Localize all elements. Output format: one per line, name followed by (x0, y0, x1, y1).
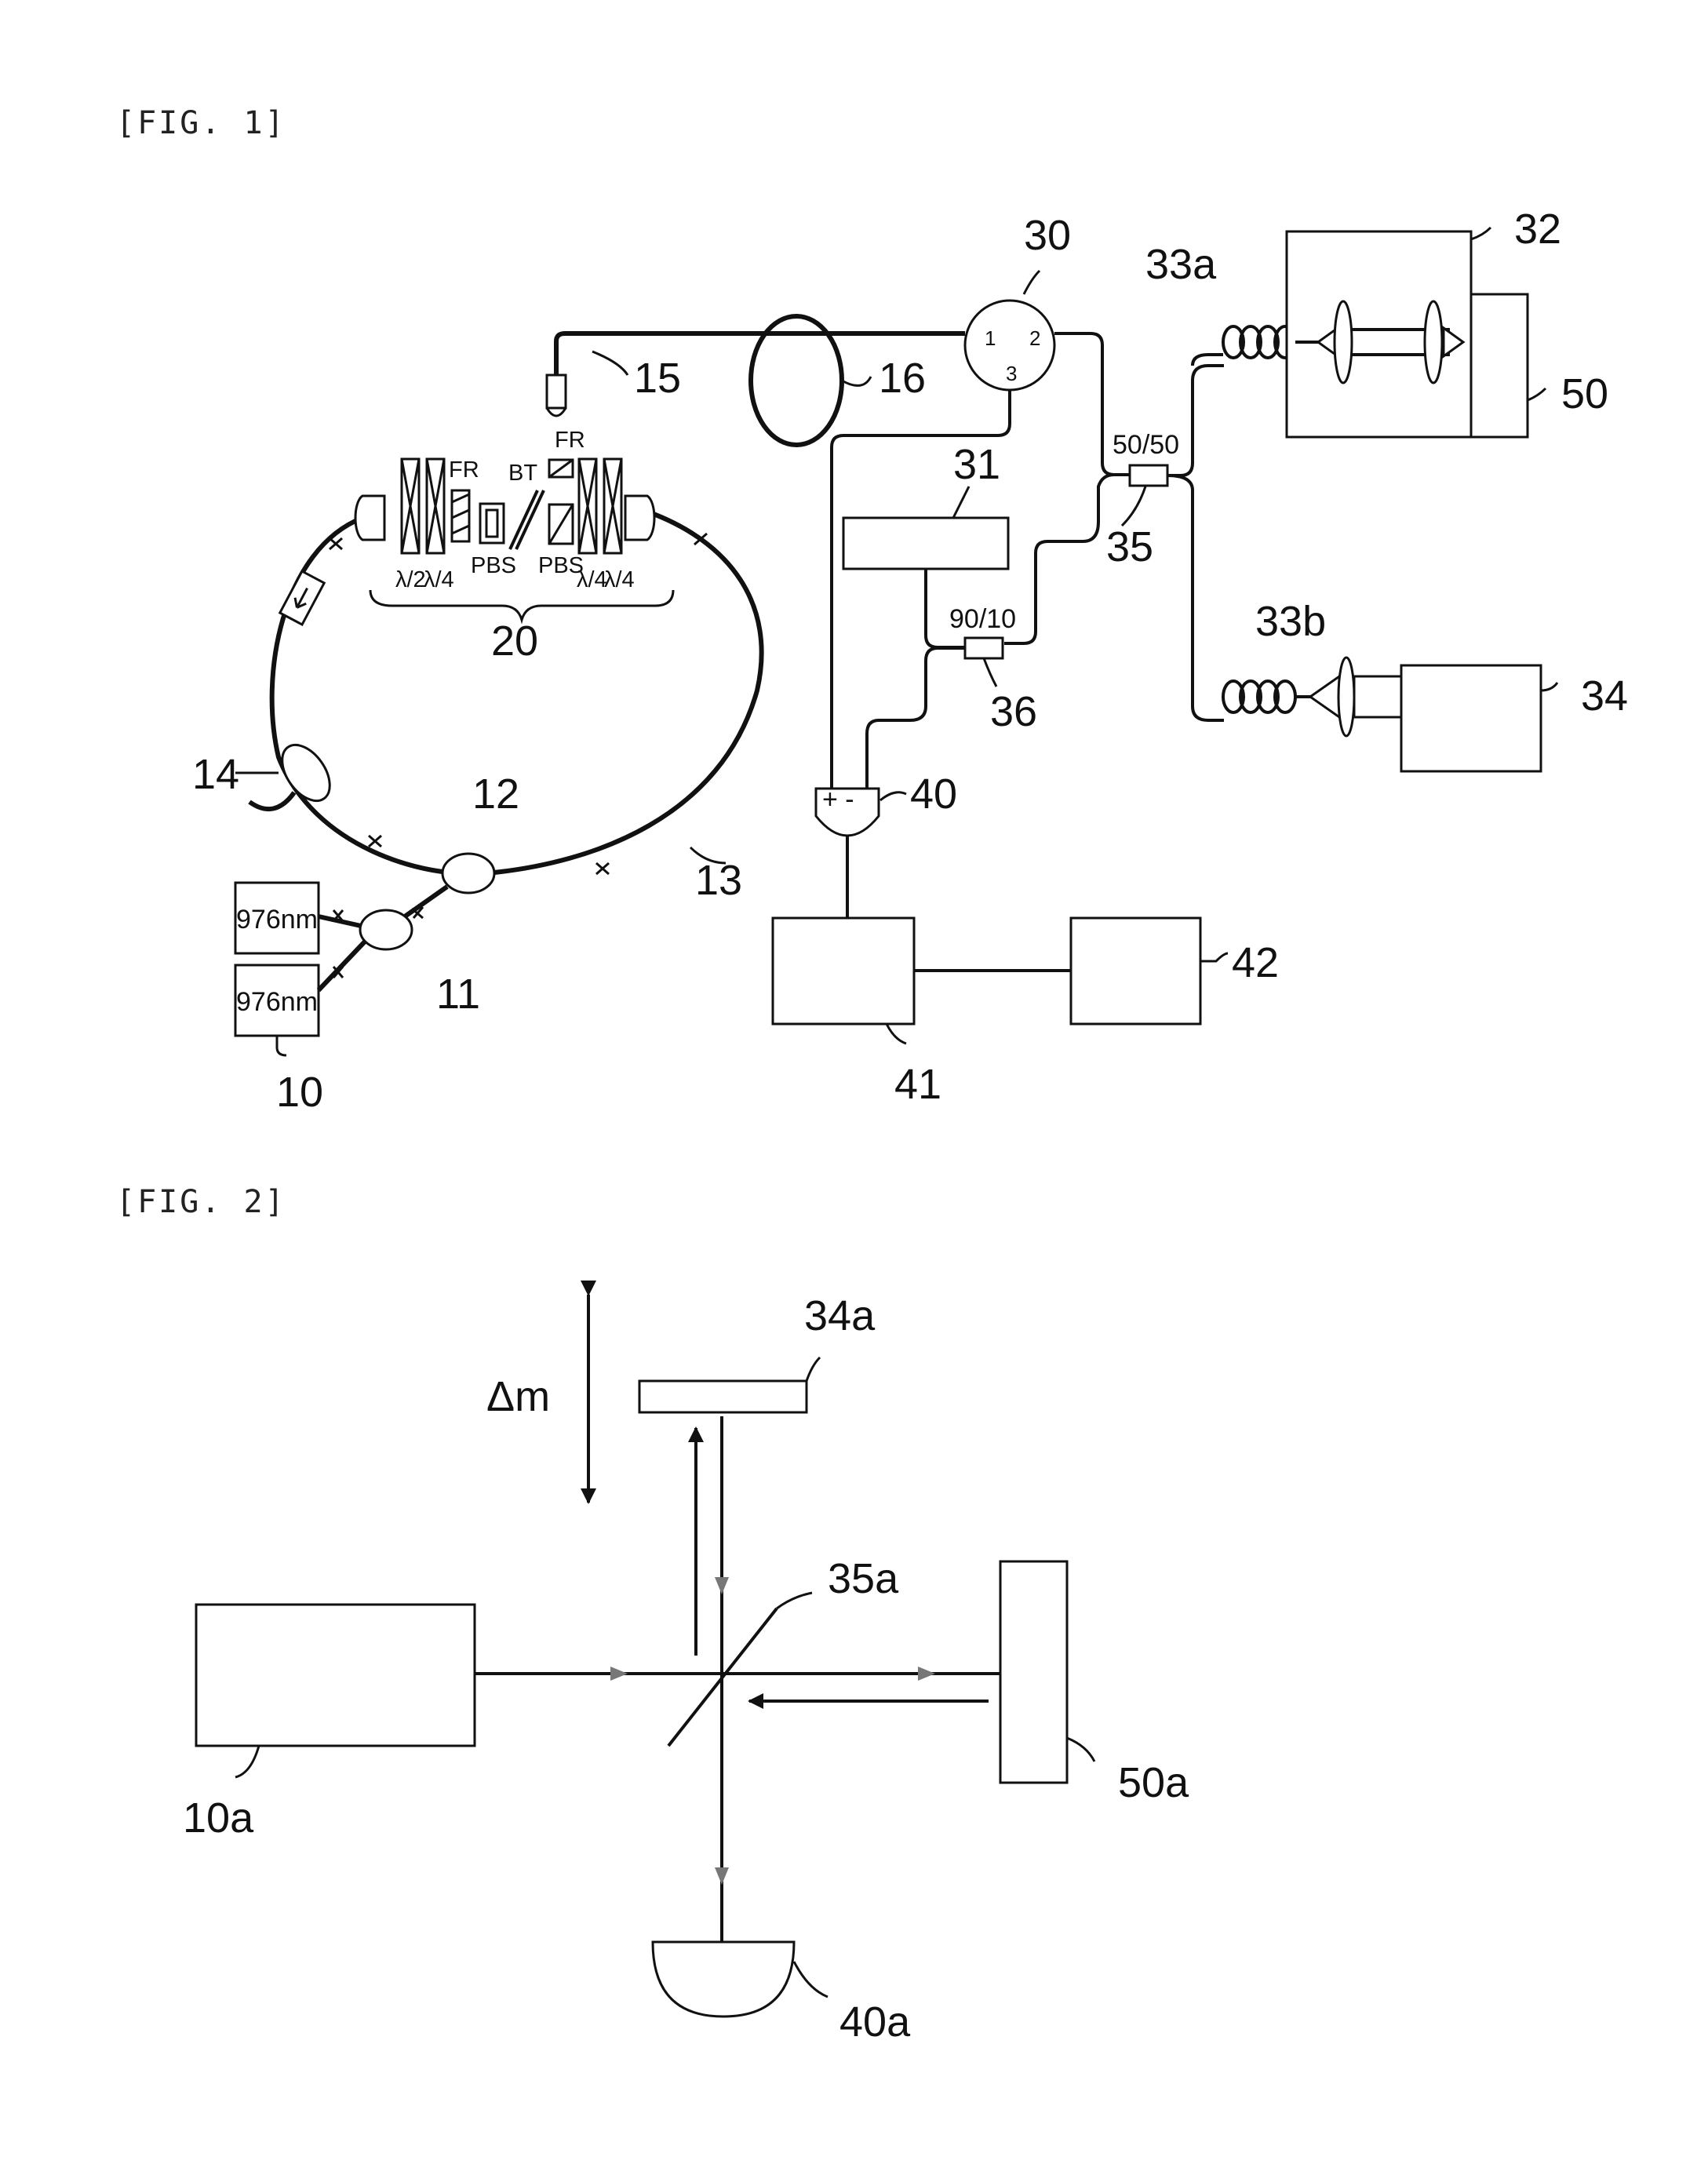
leader-16 (842, 377, 871, 385)
coupler-35-ratio: 50/50 (1113, 430, 1179, 460)
optics-label-4: PBS (471, 553, 516, 578)
fiber-35-to-36 (1004, 475, 1114, 643)
collimator-right (625, 496, 654, 540)
collimator-15 (547, 375, 566, 416)
label-10a: 10a (183, 1794, 254, 1842)
reference-mirror-34a (639, 1381, 807, 1412)
reference-mirror-box-34 (1401, 665, 1541, 771)
box-41 (773, 918, 914, 1024)
optics-label-6: FR (555, 428, 585, 453)
label-13: 13 (695, 857, 742, 904)
detector-signs: + - (822, 785, 854, 814)
ring-isolator (280, 571, 324, 625)
label-30: 30 (1024, 212, 1071, 259)
optics-brace (370, 590, 673, 620)
label-34: 34 (1581, 672, 1628, 720)
sample-50a (1000, 1561, 1067, 1783)
pump-2-fiber (319, 942, 365, 990)
label-10: 10 (276, 1069, 323, 1116)
leader-32 (1471, 228, 1491, 239)
leader-31 (953, 486, 969, 518)
label-31: 31 (953, 441, 1000, 488)
leader-15 (592, 352, 628, 375)
label-36: 36 (990, 688, 1037, 735)
combiner-to-wdm (405, 887, 447, 916)
label-50: 50 (1561, 370, 1608, 417)
optics-number: 20 (491, 618, 538, 665)
coupler-35 (1130, 465, 1167, 486)
leader-41 (887, 1024, 906, 1044)
fiber-35-to-33b (1167, 475, 1224, 720)
fig1-title: [FIG. 1] (116, 105, 286, 141)
circulator-port-1: 1 (985, 326, 996, 350)
label-35a: 35a (828, 1555, 899, 1602)
circulator-port-2: 2 (1029, 326, 1040, 350)
fig1-diagram: λ/2 λ/4 FR PBS BT FR PBS λ/4 λ/4 20 14 1… (192, 206, 1628, 1116)
fiber-36-to-detector (867, 648, 965, 789)
label-15: 15 (634, 355, 681, 402)
leader-35 (1122, 486, 1145, 526)
source-10a (196, 1605, 475, 1746)
leader-34a (807, 1357, 820, 1381)
sample-box-50 (1471, 294, 1528, 437)
coupler-36 (965, 638, 1003, 658)
label-41: 41 (894, 1061, 941, 1108)
optics-label-9: λ/4 (604, 567, 635, 592)
ring-fiber (272, 512, 762, 874)
leader-10 (277, 1036, 286, 1055)
label-40a: 40a (839, 1998, 911, 2046)
output-coupler-14 (272, 736, 339, 809)
label-50a: 50a (1118, 1759, 1189, 1806)
pump-2-wavelength: 976nm (236, 987, 318, 1017)
optics-label-8: λ/4 (577, 567, 607, 592)
leader-40 (880, 792, 906, 800)
coil-33b (1223, 681, 1295, 712)
label-16: 16 (879, 355, 926, 402)
combiner-11 (360, 910, 412, 949)
leader-30 (1024, 271, 1040, 294)
leader-34 (1541, 683, 1557, 690)
leader-50a (1067, 1738, 1094, 1761)
label-34a: 34a (804, 1292, 876, 1339)
label-12: 12 (472, 771, 519, 818)
leader-40a (794, 1962, 828, 1997)
label-42: 42 (1232, 939, 1279, 986)
label-33a: 33a (1145, 241, 1217, 288)
label-delta-m: Δm (486, 1373, 550, 1420)
leader-42 (1200, 953, 1228, 961)
leader-10a (235, 1746, 259, 1777)
collimator-left (355, 496, 384, 540)
leader-35a (777, 1593, 812, 1608)
label-40: 40 (910, 771, 957, 818)
optics-label-5: BT (508, 461, 537, 486)
wdm-12 (442, 854, 494, 893)
fig2-title: [FIG. 2] (116, 1184, 286, 1220)
fig2-diagram: 10a 35a 50a 34a Δm 40a (183, 1292, 1189, 2046)
box-31 (843, 518, 1008, 569)
label-33b: 33b (1255, 598, 1326, 645)
optics-label-3: FR (449, 457, 479, 483)
output-tap-fiber (249, 792, 294, 809)
optics-label-1: λ/2 (395, 567, 426, 592)
reference-arm-lens (1310, 658, 1401, 736)
coupler-36-ratio: 90/10 (949, 604, 1016, 634)
leader-50 (1528, 388, 1546, 400)
label-32: 32 (1514, 206, 1561, 253)
label-11: 11 (436, 971, 480, 1018)
detector-40a (653, 1942, 794, 2017)
coil-33a (1223, 326, 1295, 358)
label-14: 14 (192, 751, 239, 798)
pump-1-wavelength: 976nm (236, 905, 318, 934)
label-35: 35 (1106, 523, 1153, 570)
box-42 (1071, 918, 1200, 1024)
circulator-port-3: 3 (1006, 362, 1017, 385)
leader-36 (984, 658, 996, 687)
optics-label-2: λ/4 (424, 567, 454, 592)
